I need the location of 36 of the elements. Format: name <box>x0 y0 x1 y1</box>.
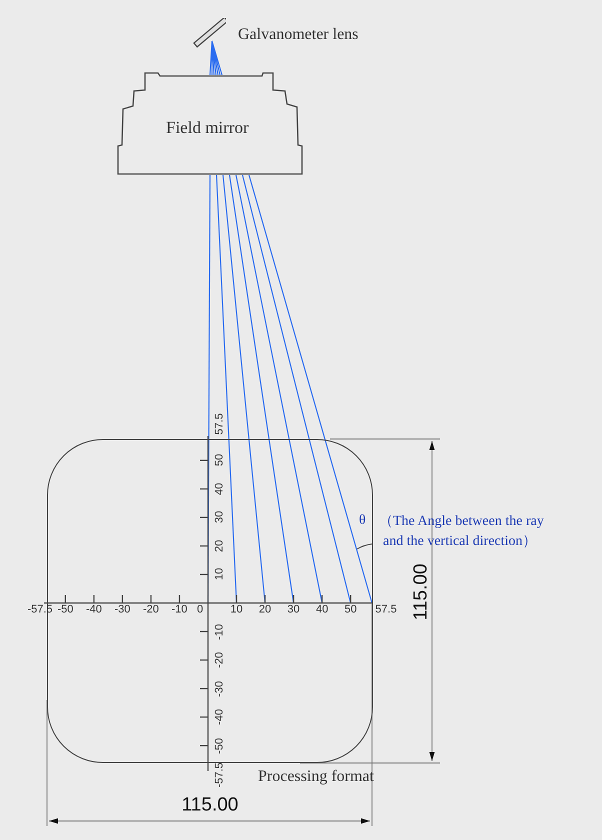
axis-tick-label: 20 <box>258 604 272 616</box>
axis-tick-label: 57.5 <box>214 413 226 435</box>
axis-tick-label: 10 <box>214 568 226 581</box>
axis-tick-label: -40 <box>86 604 102 616</box>
axis-tick-label: 57.5 <box>375 604 397 616</box>
light-ray <box>248 174 373 604</box>
axis-tick-label: -30 <box>214 680 226 696</box>
lens-label: Galvanometer lens <box>238 26 358 44</box>
light-ray <box>242 174 352 604</box>
light-ray <box>228 174 294 604</box>
axis-tick-label: -10 <box>172 604 188 616</box>
axis-tick-label: -20 <box>214 652 226 668</box>
light-ray <box>222 174 266 604</box>
axis-tick-label: -57.5 <box>214 762 226 788</box>
field-mirror-label: Field mirror <box>166 118 249 138</box>
axis-tick-label: 50 <box>214 454 226 467</box>
axis-tick-label: 20 <box>214 540 226 552</box>
axis-tick-label: 0 <box>196 604 204 616</box>
dimension-value: 115.00 <box>182 796 238 814</box>
axis-tick-label: -30 <box>114 604 130 616</box>
axis-tick-label: 40 <box>214 482 226 496</box>
angle-note: （The Angle between the ray and the vertical direction） <box>383 513 545 552</box>
axis-tick-label: -10 <box>214 624 226 640</box>
axis-tick-label: -20 <box>143 604 159 616</box>
light-ray <box>209 40 223 76</box>
axis-tick-label: 40 <box>316 604 328 616</box>
axis-tick-label: 30 <box>214 511 226 524</box>
axis-tick-label: -50 <box>214 738 226 754</box>
angle-symbol: θ <box>359 514 366 528</box>
axis-tick-label: 10 <box>230 604 243 616</box>
axis-tick-label: 30 <box>287 604 300 616</box>
light-ray <box>235 174 323 604</box>
axis-tick-label: -50 <box>57 604 74 616</box>
axis-tick-label: 50 <box>344 604 357 616</box>
dimension-value: 115.00 <box>412 564 430 620</box>
axis-tick-label: -40 <box>214 709 226 726</box>
